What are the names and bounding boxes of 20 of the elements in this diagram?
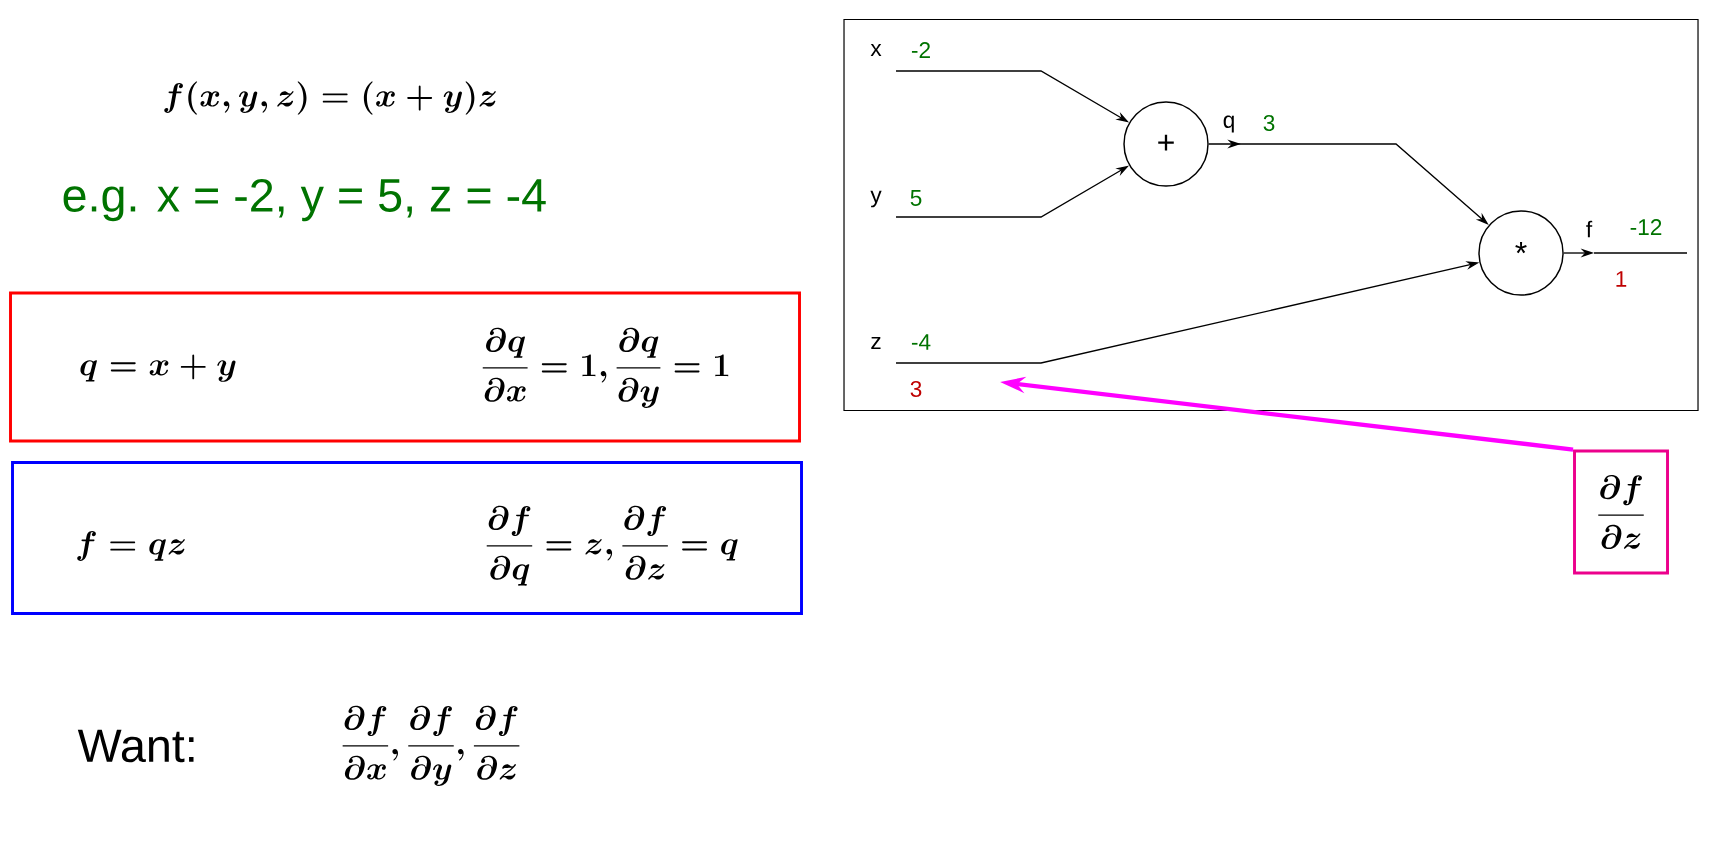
- value-label: -4: [911, 334, 931, 350]
- graph-frame: [843, 18, 1699, 412]
- edge-label: f: [1586, 220, 1593, 238]
- value-label: 1: [1616, 271, 1627, 287]
- formula-box: $q = x + y$ $\frac{\partial q}{\partial x} = 1, \frac{\partial q}{\partial y} = 1$: [9, 291, 801, 443]
- value-label: -12: [1630, 219, 1662, 235]
- edge-label: y: [870, 190, 882, 208]
- formula-box: $\frac{\partial f}{\partial z}$: [1573, 449, 1669, 575]
- edge-label: x: [870, 44, 882, 56]
- edge-label: q: [1223, 115, 1234, 133]
- text-label: Want:: [77, 729, 194, 763]
- value-label: 5: [910, 190, 922, 206]
- edge-label: z: [871, 337, 881, 349]
- formula: $\frac{\partial f}{\partial x}, \frac{\partial f}{\partial y}, \frac{\partial f}{\partial z}$: [342, 705, 520, 786]
- formula-box: $f = qz$ $\frac{\partial f}{\partial q} = z, \frac{\partial f}{\partial z} = q$: [11, 461, 803, 615]
- formula: $f(x,y,z) = (x+y)z$: [164, 81, 496, 115]
- text-label: e.g. x = -2, y = 5, z = -4: [63, 178, 546, 222]
- value-label: 3: [1263, 115, 1275, 132]
- value-label: -2: [911, 42, 930, 58]
- value-label: 3: [910, 381, 922, 398]
